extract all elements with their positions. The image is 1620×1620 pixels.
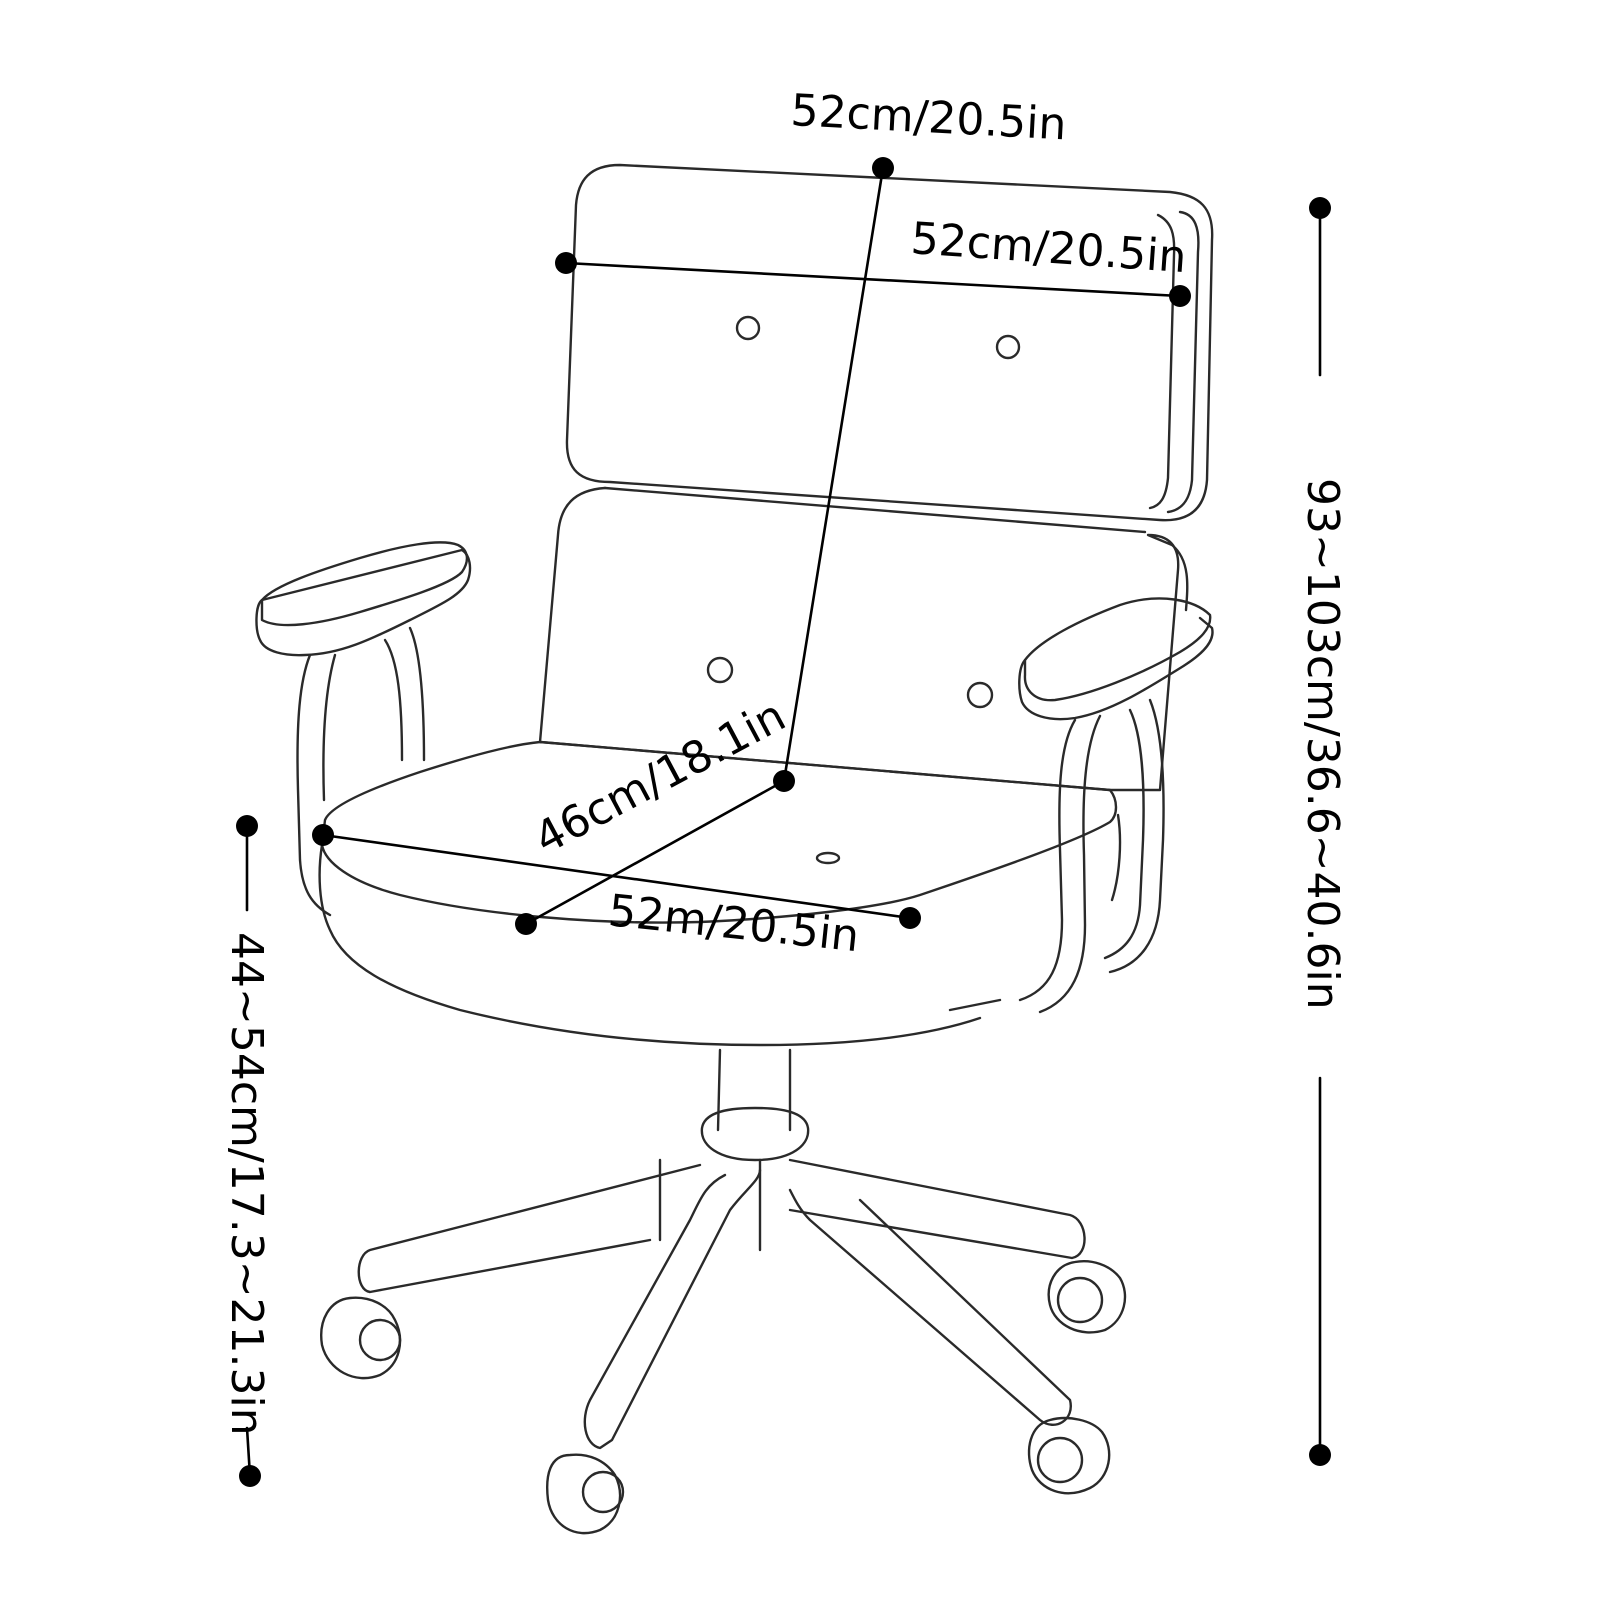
dimension-overall-height — [1309, 197, 1331, 1466]
seat-height-top-dot — [236, 815, 258, 837]
seat-width-label: 52m/20.5in — [606, 885, 862, 962]
lower-button-left — [706, 656, 734, 684]
overall-height-top-dot — [1309, 197, 1331, 219]
lower-backrest — [538, 486, 1189, 792]
upper-backrest — [565, 163, 1214, 522]
caster-front-right — [1027, 1416, 1111, 1495]
caster-front-left — [546, 1453, 625, 1535]
backrest-width-label: 52cm/20.5in — [909, 213, 1188, 283]
backrest-height-label: 52cm/20.5in — [789, 85, 1067, 150]
backrest-height-top-dot — [872, 157, 894, 179]
seat-depth-front-dot — [515, 913, 537, 935]
chair-base — [357, 1158, 1086, 1450]
backrest-width-right-dot — [1169, 285, 1191, 307]
seat-depth-label: 46cm/18.1in — [526, 690, 794, 865]
dimension-seat-width — [312, 824, 921, 929]
left-armrest — [255, 541, 472, 917]
lower-button-right — [966, 681, 994, 709]
dimension-backrest-width — [555, 252, 1191, 307]
right-armrest — [948, 597, 1214, 1014]
upper-button-left — [735, 315, 761, 341]
dimension-seat-depth — [515, 779, 786, 935]
dimension-seat-height — [236, 815, 261, 1487]
overall-height-bottom-dot — [1309, 1444, 1331, 1466]
dimension-backrest-height — [773, 157, 894, 792]
caster-left — [320, 1296, 402, 1380]
upper-button-right — [995, 334, 1021, 360]
caster-right — [1047, 1260, 1127, 1334]
backrest-width-left-dot — [555, 252, 577, 274]
overall-height-label: 93~103cm/36.6~40.6in — [1297, 478, 1348, 1010]
seat-height-label: 44~54cm/17.3~21.3in — [221, 932, 272, 1436]
seat-width-left-dot — [312, 824, 334, 846]
seat-height-bottom-dot — [239, 1465, 261, 1487]
chair-drawing — [255, 163, 1214, 1535]
seat-width-right-dot — [899, 907, 921, 929]
seat — [318, 740, 1122, 1047]
gas-cylinder — [700, 1048, 810, 1162]
